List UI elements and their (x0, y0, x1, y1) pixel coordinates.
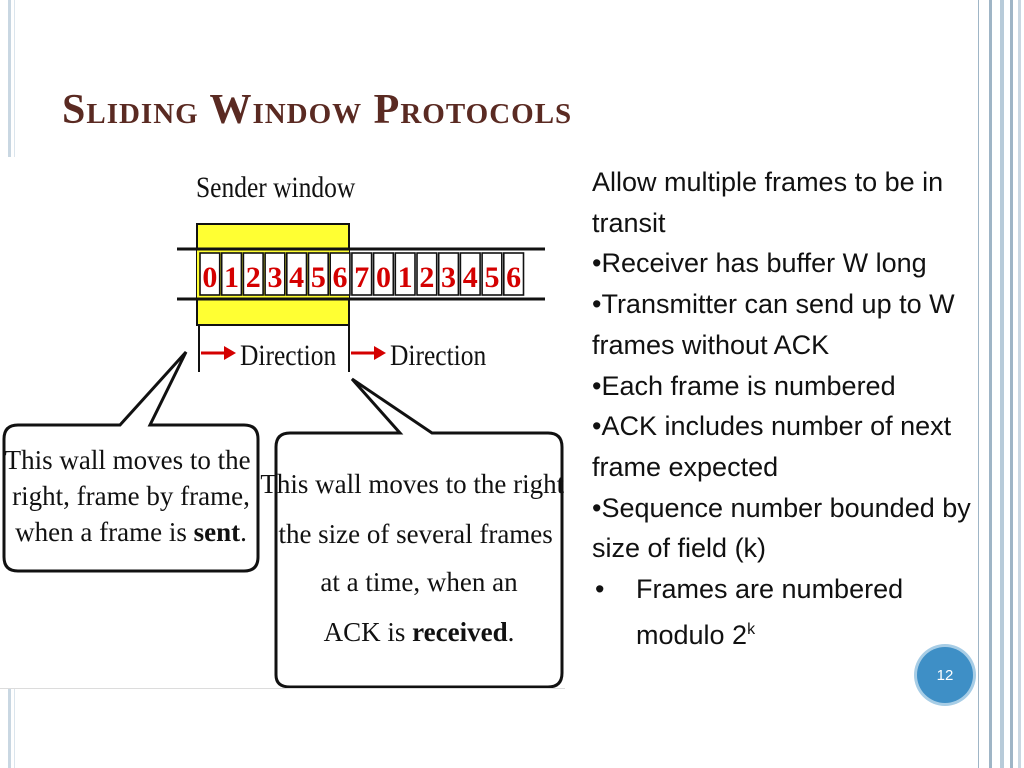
frame-cell (351, 252, 373, 296)
frame-number: 6 (333, 261, 348, 294)
frame-number: 5 (311, 261, 326, 294)
right-frame-line-4 (1010, 0, 1013, 768)
bullet-item: •Transmitter can send up to W frames wit… (592, 289, 955, 360)
right-callout-line-4-suffix: . (508, 617, 515, 647)
frame-number: 2 (419, 261, 434, 294)
right-callout-line-1: This wall moves to the right, (260, 469, 565, 499)
frame-cell (220, 252, 243, 296)
frame-number: 2 (246, 261, 261, 294)
left-callout-line-2: right, frame by frame, (12, 481, 250, 511)
sub-bullet-superscript: k (747, 620, 756, 638)
sub-bullet-text: Frames are numbered modulo 2 (636, 574, 904, 650)
right-frame-line-5 (1018, 0, 1021, 768)
bullet-item: •Receiver has buffer W long (592, 248, 927, 279)
intro-text: Allow multiple frames to be in transit (592, 167, 944, 238)
bullet-item: •Each frame is numbered (592, 370, 896, 401)
sub-bullet-content: Frames are numbered modulo 2k (636, 569, 996, 655)
frame-cell (264, 252, 286, 296)
frame-number: 1 (224, 261, 239, 294)
sub-bullet-item: • Frames are numbered modulo 2k (592, 569, 1017, 655)
right-callout-line-4-prefix: ACK is (324, 617, 413, 647)
frame-cell (372, 252, 395, 296)
frame-cell (329, 252, 351, 296)
frame-number: 1 (398, 261, 413, 294)
right-arrow-head (374, 346, 386, 360)
bullet-item: •ACK includes number of next frame expec… (592, 411, 952, 482)
frame-cell-separators (199, 252, 525, 296)
frame-number: 4 (289, 261, 304, 294)
direction-label-left: Direction (240, 339, 336, 372)
frame-cell (242, 252, 264, 296)
frame-cell (502, 252, 525, 296)
frame-number: 0 (202, 261, 217, 294)
frame-cell (394, 252, 416, 296)
frame-number: 4 (463, 261, 478, 294)
frame-cell (307, 252, 330, 296)
frame-cell (285, 252, 308, 296)
left-callout-bubble (2, 350, 260, 573)
frame-number: 0 (376, 261, 391, 294)
right-frame-line-3 (1000, 0, 1004, 768)
frame-cell (416, 252, 438, 296)
frame-number: 3 (441, 261, 456, 294)
left-callout-line-1: This wall moves to the (5, 445, 251, 475)
right-callout-line-3: at a time, when an (320, 567, 518, 597)
frame-number: 5 (484, 261, 499, 294)
left-callout-line-3-prefix: when a frame is (15, 517, 193, 547)
frame-number: 7 (354, 261, 369, 294)
slide-title: Sliding Window Protocols (62, 87, 573, 133)
left-callout-bold-word: sent (194, 517, 241, 547)
bullet-item: •Sequence number bounded by size of fiel… (592, 492, 971, 564)
frame-number: 6 (506, 261, 521, 294)
right-callout-bold-word: received (412, 617, 507, 647)
bullet-list: Allow multiple frames to be in transit •… (592, 162, 1017, 655)
page-number-badge: 12 (917, 647, 973, 703)
left-callout-line-3-suffix: . (240, 517, 247, 547)
right-callout-line-2: the size of several frames (278, 519, 552, 549)
left-arrow-head (224, 346, 236, 360)
sender-window-label: Sender window (196, 171, 355, 204)
direction-label-right: Direction (390, 339, 486, 372)
frame-number: 3 (267, 261, 282, 294)
frame-cell (459, 252, 481, 296)
right-callout-bubble (274, 377, 564, 689)
frame-cell (437, 252, 460, 296)
figure-bottom-border (0, 688, 565, 689)
right-callout-text: This wall moves to the right, the size o… (260, 469, 565, 597)
right-callout-line-4: ACK is received. (324, 617, 515, 647)
left-callout-line-3: when a frame is sent. (15, 517, 247, 547)
right-frame-line-1 (978, 0, 979, 768)
frame-cell (199, 252, 221, 296)
right-frame-line-2 (989, 0, 992, 768)
frame-cell (481, 252, 503, 296)
left-callout-text: This wall moves to the right, frame by f… (5, 445, 258, 511)
sub-bullet-mark: • (595, 574, 605, 605)
